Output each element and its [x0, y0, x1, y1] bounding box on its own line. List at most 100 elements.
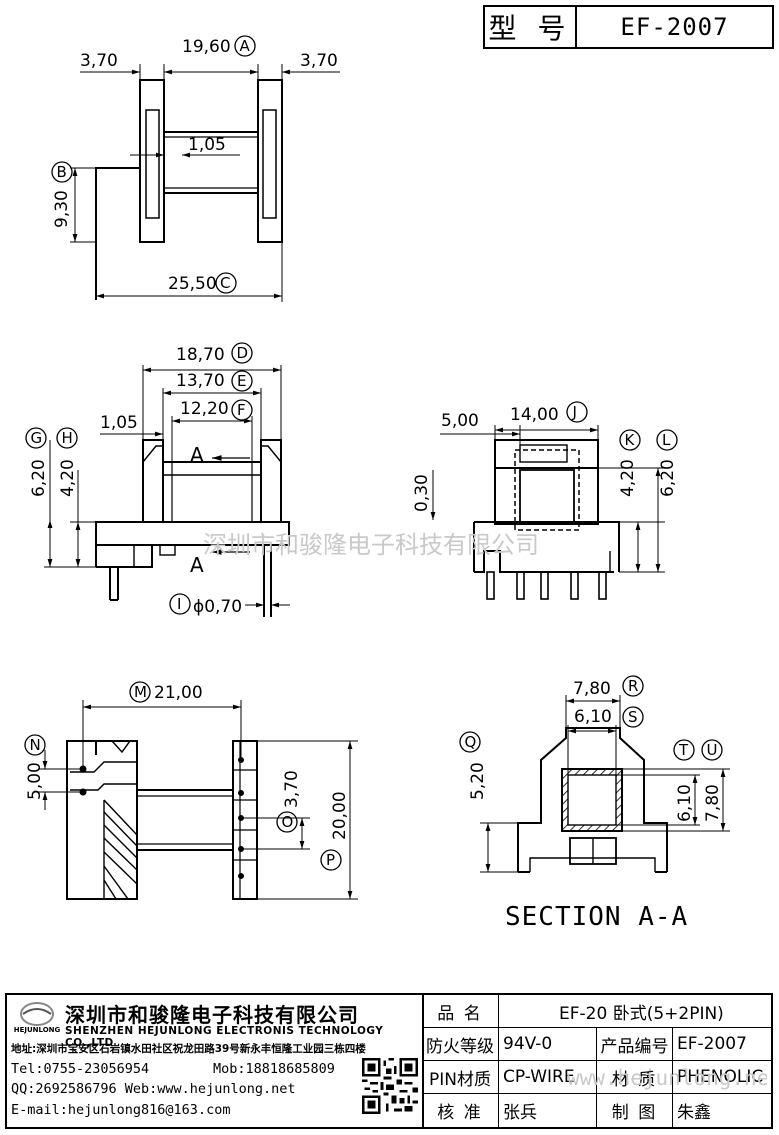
dim-top-3-70-right: 3,70: [300, 51, 338, 71]
contact-tel: Tel:0755-23056954: [11, 1061, 150, 1077]
dim-front-4-20: 4,20: [58, 459, 78, 497]
watermark-company: 深圳市和骏隆电子科技有限公司: [203, 531, 539, 559]
dim-section-5-20: 5,20: [468, 762, 488, 800]
tag-m-circle: M: [129, 681, 151, 703]
tag-n-circle: N: [24, 734, 46, 756]
spec-material-value: PHENOLIC: [677, 1067, 764, 1087]
tag-a-circle: A: [234, 35, 256, 57]
tag-p-circle: P: [320, 849, 342, 871]
tag-h-circle: H: [56, 427, 78, 449]
dim-top-25-50: 25,50: [168, 274, 217, 294]
spec-draw-value: 朱鑫: [677, 1103, 711, 1123]
company-name-cn: 深圳市和骏隆电子科技有限公司: [65, 1003, 359, 1027]
dim-bottom-3-70: 3,70: [282, 770, 302, 808]
spec-name-value: EF-20 卧式(5+2PIN): [559, 1003, 724, 1024]
model-label: 型 号: [485, 7, 577, 47]
svg-text:R: R: [628, 677, 638, 695]
tag-d-circle: D: [231, 342, 253, 364]
svg-text:G: G: [31, 429, 43, 447]
tag-f-circle: F: [231, 399, 253, 421]
svg-text:U: U: [707, 741, 718, 759]
spec-row-check: 核 准 张兵 制 图 朱鑫: [422, 1094, 771, 1127]
contact-mob: Mob:18818685809: [213, 1061, 335, 1077]
contact-qq-web: QQ:2692586796 Web:www.hejunlong.net: [11, 1081, 296, 1097]
top-view: [70, 64, 340, 302]
dim-side-4-20: 4,20: [618, 459, 638, 497]
tag-g-circle: G: [25, 427, 47, 449]
model-box: 型 号 EF-2007: [483, 5, 774, 49]
spec-row-name: 品 名 EF-20 卧式(5+2PIN): [422, 995, 771, 1028]
svg-text:I: I: [177, 595, 181, 613]
spec-material-label: 材 质: [597, 1061, 673, 1093]
spec-draw-label: 制 图: [597, 1094, 673, 1127]
spec-pin-value: CP-WIRE: [499, 1061, 597, 1093]
svg-text:J: J: [572, 403, 577, 421]
tag-b-circle: B: [51, 161, 73, 183]
svg-text:T: T: [678, 741, 689, 759]
dim-side-5-00: 5,00: [441, 411, 479, 431]
dim-section-7-80: 7,80: [573, 679, 611, 699]
side-view: [430, 425, 665, 600]
dim-side-14-00: 14,00: [510, 405, 559, 425]
tag-s-circle: S: [622, 706, 644, 728]
spec-fire-value: 94V-0: [499, 1028, 597, 1060]
dim-section-6-10-v: 6,10: [675, 784, 695, 822]
svg-text:N: N: [30, 736, 41, 754]
watermark-url: www.hejunlong.net: [567, 1066, 767, 1090]
bottom-view: [38, 700, 358, 900]
spec-name-label: 品 名: [422, 995, 499, 1027]
section-mark-a-bottom: A: [190, 553, 204, 577]
tag-t-circle: T: [673, 739, 695, 761]
tag-k-circle: K: [619, 429, 641, 451]
spec-check-label: 核 准: [422, 1094, 499, 1127]
contact-email: E-mail:hejunlong816@163.com: [11, 1102, 231, 1118]
tag-e-circle: E: [231, 370, 253, 392]
tag-r-circle: R: [622, 675, 644, 697]
dim-front-6-20: 6,20: [29, 459, 49, 497]
spec-table: 品 名 EF-20 卧式(5+2PIN) 防火等级 94V-0 产品编号 EF-…: [422, 995, 771, 1127]
dim-bottom-20-00: 20,00: [330, 791, 350, 840]
tag-j-circle: J: [566, 401, 588, 423]
svg-text:H: H: [62, 429, 73, 447]
top-right-flange: [257, 79, 283, 243]
svg-text:M: M: [134, 683, 147, 701]
technical-drawing: 3,70 19,60 3,70 1,05 9,30 25,50 A B C: [24, 35, 730, 932]
company-logo-icon: HEJUNLONG: [14, 1002, 61, 1034]
spec-row-fire: 防火等级 94V-0 产品编号 EF-2007: [422, 1028, 771, 1061]
svg-text:C: C: [220, 274, 230, 292]
tag-o-circle: O: [276, 811, 298, 833]
watermark-url-layer: www.hejunlong.net: [567, 1066, 767, 1090]
top-left-flange: [139, 79, 165, 243]
company-address: 地址:深圳市宝安区石岩镇水田社区祝龙田路39号新永丰恒隆工业园三栋四楼: [11, 1043, 366, 1055]
tag-i-circle: I: [169, 593, 191, 615]
dim-section-7-80-v: 7,80: [703, 784, 723, 822]
tag-u-circle: U: [701, 739, 723, 761]
dim-section-6-10: 6,10: [574, 707, 612, 727]
svg-text:E: E: [237, 372, 246, 390]
svg-text:S: S: [628, 708, 638, 726]
svg-text:B: B: [57, 163, 67, 181]
tag-c-circle: C: [215, 272, 237, 294]
spec-check-value: 张兵: [499, 1094, 597, 1127]
dim-side-6-20: 6,20: [658, 459, 678, 497]
tag-l-circle: L: [656, 429, 678, 451]
svg-text:A: A: [240, 37, 251, 55]
dim-bottom-5-00: 5,00: [25, 762, 45, 800]
company-info: HEJUNLONG 深圳市和骏隆电子科技有限公司 SHENZHEN HEJUNL…: [7, 995, 424, 1127]
dim-side-0-30: 0,30: [412, 474, 432, 512]
svg-text:F: F: [237, 401, 246, 419]
svg-text:Q: Q: [465, 733, 477, 751]
section-mark-a-top: A: [190, 443, 204, 467]
dim-top-19-60: 19,60: [182, 37, 231, 57]
svg-text:D: D: [237, 344, 249, 362]
section-title: SECTION A-A: [505, 902, 688, 932]
svg-text:K: K: [625, 431, 636, 449]
dim-front-18-70: 18,70: [176, 345, 225, 365]
dim-bottom-21-00: 21,00: [154, 683, 203, 703]
dim-front-1-05: 1,05: [100, 413, 138, 433]
spec-code-value: EF-2007: [677, 1034, 747, 1054]
tag-q-circle: Q: [459, 731, 481, 753]
svg-text:P: P: [326, 851, 335, 869]
dim-top-9-30: 9,30: [52, 190, 72, 228]
spec-pin-label: PIN材质: [422, 1061, 499, 1093]
